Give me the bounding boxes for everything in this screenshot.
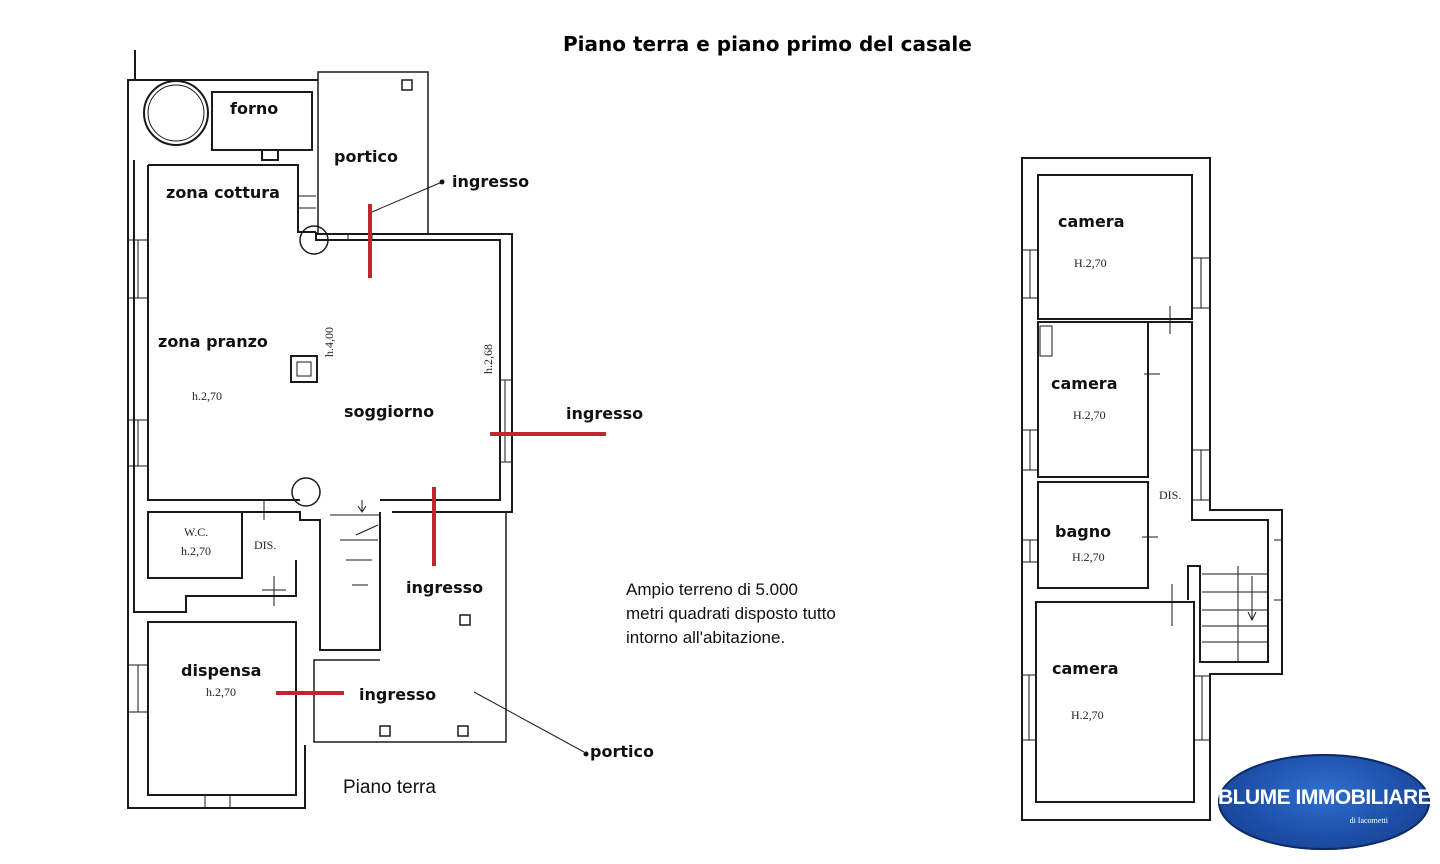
forno-oven-inner xyxy=(147,84,205,142)
camera-1-room xyxy=(1037,174,1193,320)
room-label-dispensa: dispensa xyxy=(181,661,262,680)
height-label-camera-3: H.2,70 xyxy=(1071,708,1104,722)
leader-dot xyxy=(439,179,445,185)
dispensa-south-window xyxy=(204,794,231,809)
portico-bottom-area xyxy=(313,511,507,743)
entrance-label-east: ingresso xyxy=(566,404,644,423)
agency-logo-name: BLUME IMMOBILIARE xyxy=(1218,786,1432,809)
first-floor-outer-wall xyxy=(1021,157,1283,821)
west-window-1 xyxy=(128,239,148,299)
dispensa-window xyxy=(128,664,148,713)
room-label-dis-ground: DIS. xyxy=(254,538,277,552)
dis-window-e xyxy=(1192,449,1210,501)
portico-bottom-pillar-3 xyxy=(457,725,469,737)
height-label-zona-pranzo: h.2,70 xyxy=(192,389,222,403)
camera-3-window-e xyxy=(1194,675,1210,741)
leader-ingresso-top xyxy=(371,181,443,213)
room-label-soggiorno: soggiorno xyxy=(344,402,435,421)
height-label-dispensa: h.2,70 xyxy=(206,685,236,699)
wc-room xyxy=(147,511,243,579)
portico-top-pillar xyxy=(401,79,413,91)
door-swing xyxy=(262,576,286,606)
camera-2-window-w xyxy=(1022,429,1038,471)
dis-corridor xyxy=(1148,321,1269,663)
height-label-camera-1: H.2,70 xyxy=(1074,256,1107,270)
bagno-room xyxy=(1037,481,1149,589)
room-label-camera-2: camera xyxy=(1051,374,1118,393)
south-column xyxy=(291,477,321,507)
entrance-label-south: ingresso xyxy=(406,578,484,597)
zona-cottura-window xyxy=(298,195,316,209)
room-label-zona-cottura: zona cottura xyxy=(166,183,280,202)
east-window xyxy=(500,379,512,463)
camera-3-room xyxy=(1035,601,1195,803)
plan-title: Piano terra e piano primo del casale xyxy=(563,32,972,56)
main-room-north-wall xyxy=(315,232,501,501)
stair-window-e xyxy=(1274,539,1282,601)
room-label-forno: forno xyxy=(230,99,279,118)
floor-label-piano-terra: Piano terra xyxy=(343,777,436,798)
room-label-camera-3: camera xyxy=(1052,659,1119,678)
agency-logo-subtitle: di Iacometti xyxy=(1349,816,1388,825)
entrance-label-dispensa: ingresso xyxy=(359,685,437,704)
bagno-window-w xyxy=(1022,539,1038,563)
camera-3-window-w xyxy=(1022,674,1036,741)
room-label-wc: W.C. xyxy=(184,525,209,539)
height-label-soggiorno-center: h.4,00 xyxy=(322,327,336,357)
height-label-camera-2: H.2,70 xyxy=(1073,408,1106,422)
central-column-inner xyxy=(296,361,312,377)
west-window-2 xyxy=(128,419,148,467)
agency-logo: BLUME IMMOBILIARE di Iacometti xyxy=(1218,754,1432,850)
stair xyxy=(330,514,380,586)
ground-floor-outer-wall xyxy=(127,50,306,809)
room-label-camera-1: camera xyxy=(1058,212,1125,231)
portico-bottom-pillar-2 xyxy=(379,725,391,737)
height-label-wc: h.2,70 xyxy=(181,544,211,558)
room-label-dis-first: DIS. xyxy=(1159,488,1182,502)
main-room-wall xyxy=(147,165,300,501)
stair-arrow xyxy=(357,500,367,513)
door-swing xyxy=(256,500,272,520)
room-label-portico-top: portico xyxy=(334,147,398,166)
entrance-label-north: ingresso xyxy=(452,172,530,191)
zona-cottura-wall xyxy=(148,164,316,233)
camera-2-room xyxy=(1037,321,1149,478)
land-note: Ampio terreno di 5.000 metri quadrati di… xyxy=(626,580,836,647)
corner-column xyxy=(299,225,329,255)
forno-chimney xyxy=(261,150,279,161)
portico-bottom-pillar-1 xyxy=(459,614,471,626)
leader-dot xyxy=(583,751,589,757)
central-column xyxy=(290,355,318,383)
wc-outer xyxy=(133,500,297,613)
dispensa-room xyxy=(147,621,297,796)
forno-oven xyxy=(143,80,209,146)
height-label-soggiorno-side: h.2,68 xyxy=(481,344,495,374)
room-label-bagno: bagno xyxy=(1055,522,1112,541)
first-floor-stair-arrow xyxy=(1247,576,1257,622)
room-label-portico-bottom: portico xyxy=(590,742,654,761)
dis-wall xyxy=(242,511,381,651)
camera-1-window-w xyxy=(1022,249,1038,299)
height-label-bagno: H.2,70 xyxy=(1072,550,1105,564)
room-label-zona-pranzo: zona pranzo xyxy=(158,332,268,351)
first-floor-stair xyxy=(1202,566,1268,662)
camera-2-closet xyxy=(1039,325,1053,357)
camera-1-window-e xyxy=(1192,257,1210,309)
leader-portico-bottom xyxy=(473,691,585,753)
